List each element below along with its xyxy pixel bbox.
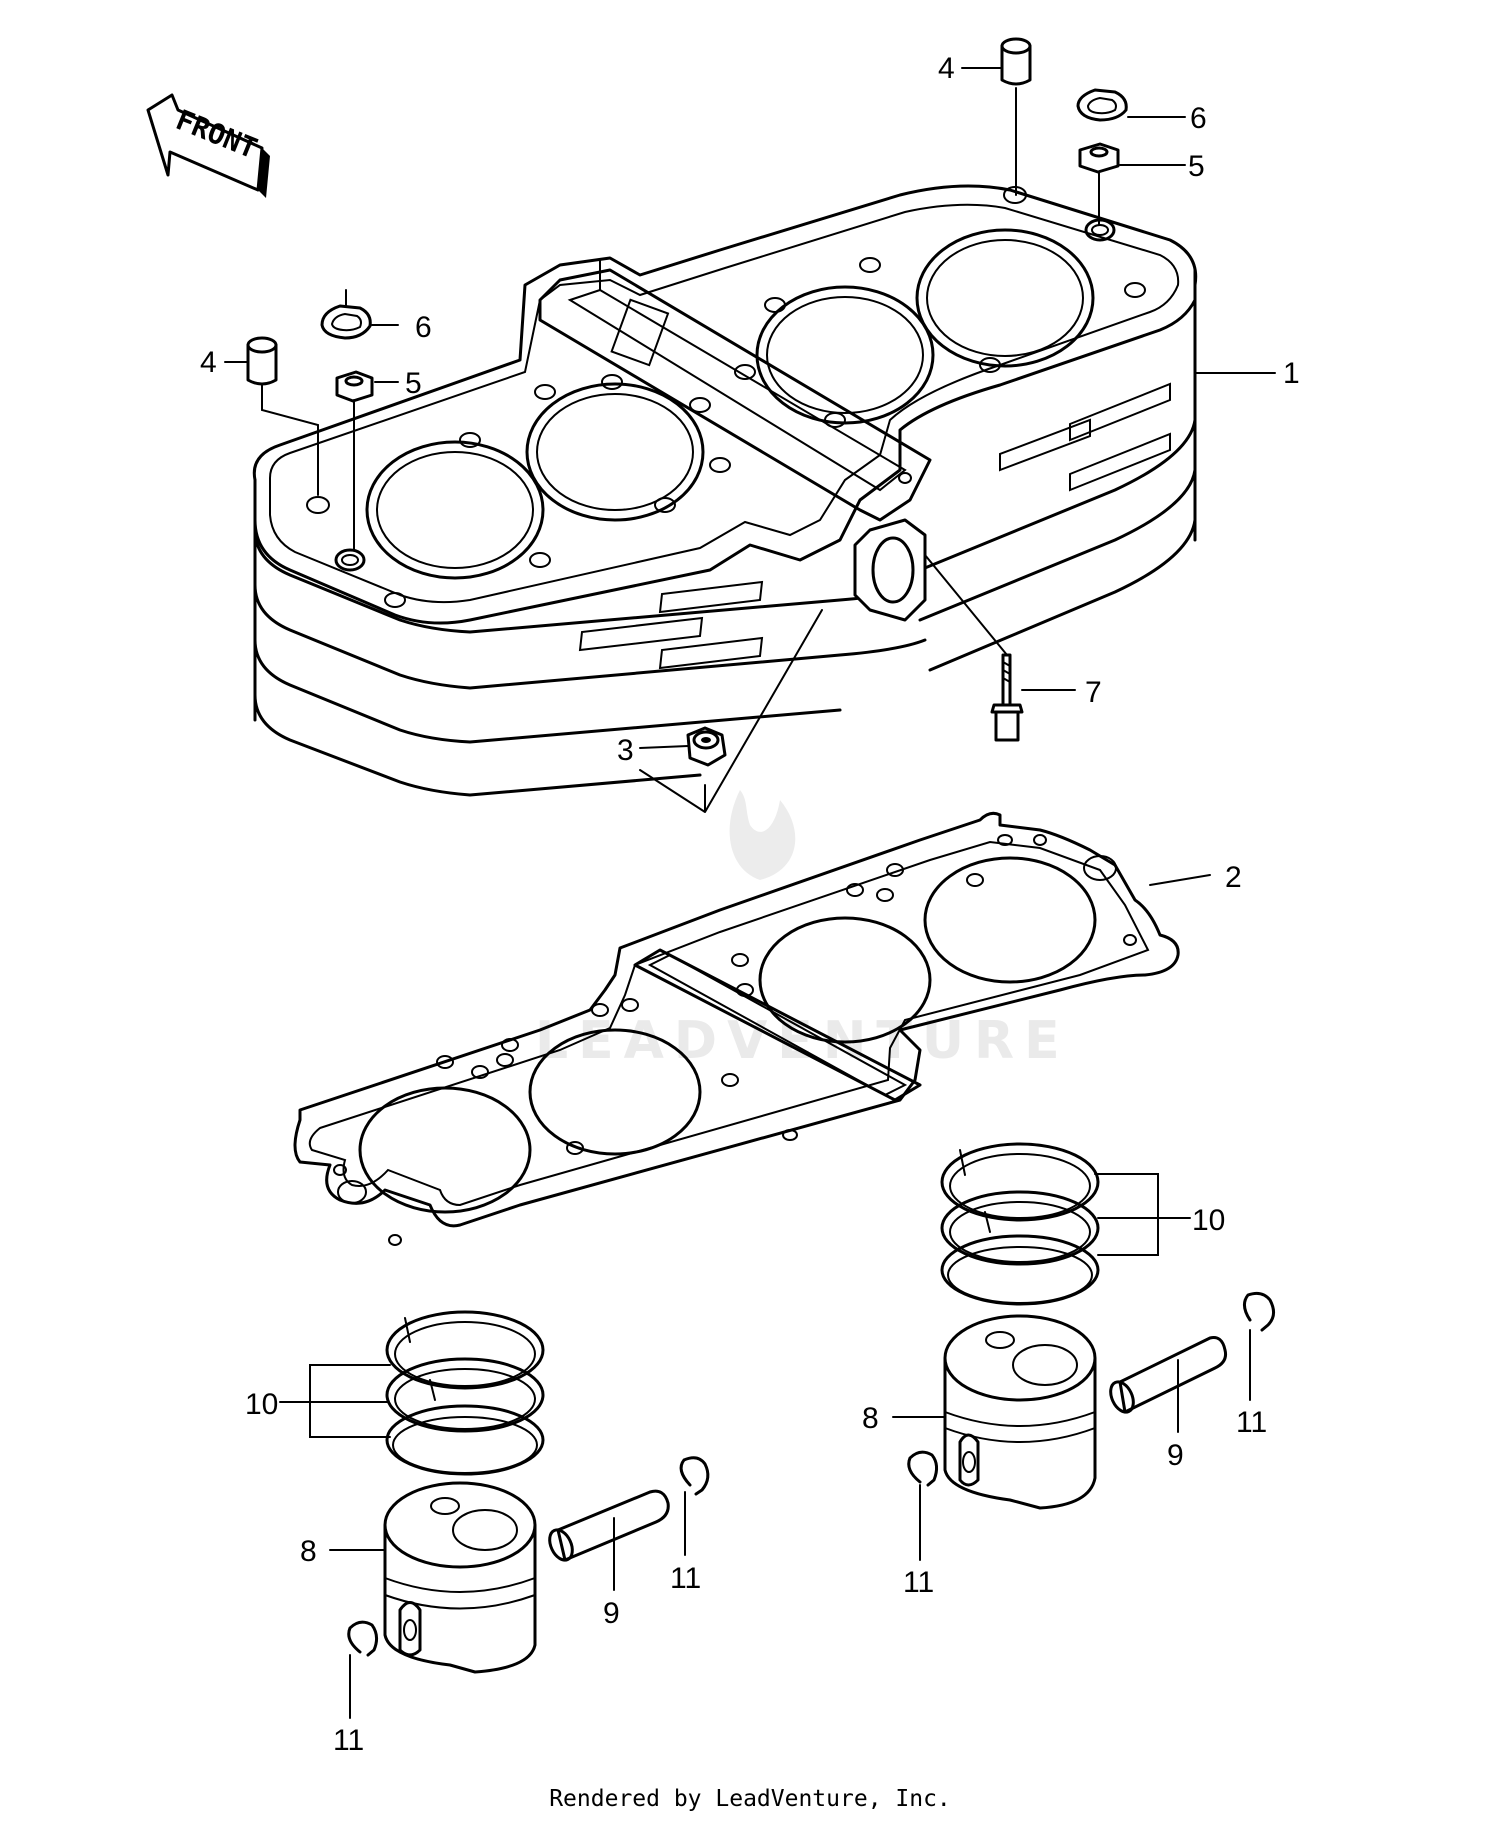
circlip-right-inner [907,1450,939,1487]
damper-right [1078,142,1120,174]
nut [686,726,727,767]
callout-10-left: 10 [245,1388,278,1421]
callout-11-right-outer: 11 [1236,1406,1267,1439]
callout-5-left: 5 [405,367,422,400]
callout-6-right: 6 [1190,102,1207,135]
callout-4-right: 4 [938,52,955,85]
piston-right [943,1314,1097,1510]
dowel-pin-left [246,336,278,386]
watermark-text: LEADVENTURE [535,1011,1070,1071]
callout-1: 1 [1283,357,1300,390]
callout-3: 3 [617,734,634,767]
bolt [990,653,1024,742]
piston-left [383,1481,537,1674]
callout-labels: 1 2 3 4 4 5 5 6 6 7 8 8 9 9 10 10 11 11 … [200,52,1300,1757]
callout-6-left: 6 [415,311,432,344]
callout-11-right-inner: 11 [903,1566,934,1599]
piston-rings-left [385,1310,545,1476]
piston-rings-right [940,1142,1100,1306]
dowel-pin-right [1000,37,1032,86]
callout-8-left: 8 [300,1535,317,1568]
piston-pin-left [548,1489,670,1562]
cylinder-base-gasket [293,811,1180,1246]
callout-11-left-inner: 11 [333,1724,364,1757]
callout-11-left-outer: 11 [670,1562,701,1595]
callout-5-right: 5 [1188,150,1205,183]
o-ring-left [320,304,372,340]
circlip-right-outer [1243,1291,1275,1332]
callout-7: 7 [1085,676,1102,709]
leader-lines [224,67,1276,1719]
piston-pin-right [1109,1336,1227,1414]
circlip-left-inner [347,1620,379,1657]
circlip-left-outer [679,1456,710,1496]
callout-8-right: 8 [862,1402,879,1435]
callout-9-left: 9 [603,1597,620,1630]
callout-2: 2 [1225,861,1242,894]
damper-left [335,370,374,403]
o-ring-right [1076,88,1128,122]
footer-credit: Rendered by LeadVenture, Inc. [549,1786,951,1812]
cylinder-block [252,184,1198,797]
front-arrow: FRONT [146,93,270,198]
leadventure-watermark: LEADVENTURE [535,790,1070,1071]
callout-9-right: 9 [1167,1439,1184,1472]
callout-4-left: 4 [200,346,217,379]
callout-10-right: 10 [1192,1204,1225,1237]
